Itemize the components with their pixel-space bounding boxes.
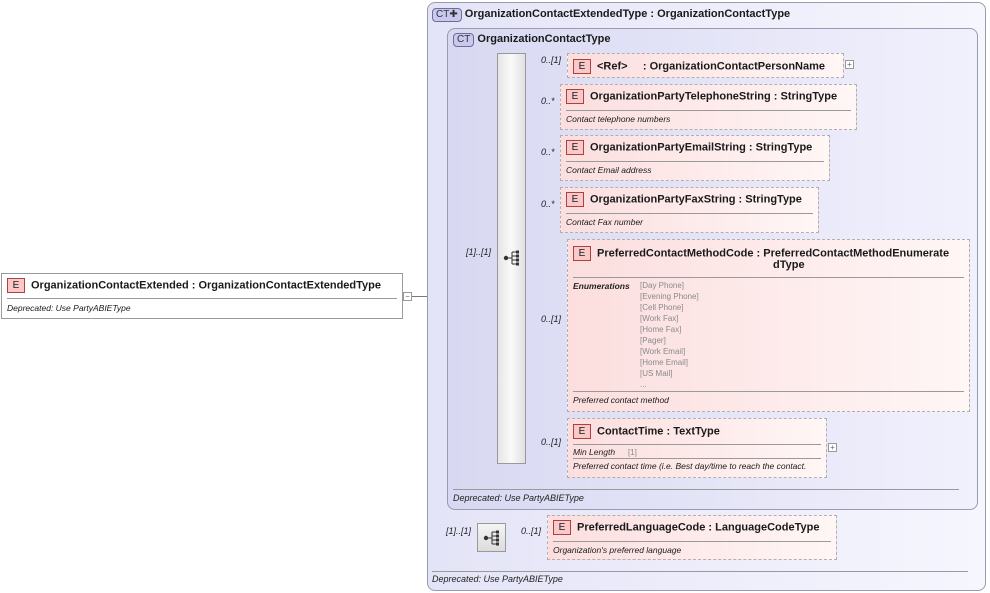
facet-label: Min Length [573, 447, 616, 457]
separator [566, 161, 824, 162]
sequence-compositor-small[interactable] [477, 523, 506, 552]
separator [566, 213, 813, 214]
card-fax: 0..* [541, 199, 555, 209]
outer-ct-doc: Deprecated: Use PartyABIEType [432, 574, 563, 584]
element-badge-icon: E [7, 278, 25, 293]
sequence-icon [483, 530, 499, 546]
element-fax-name: OrganizationPartyFaxString [590, 193, 736, 206]
outer-ct-name: OrganizationContactExtendedType [464, 8, 648, 20]
enum-value: [Day Phone] [640, 281, 685, 290]
separator [432, 571, 968, 572]
enum-value: [US Mail] [640, 369, 673, 378]
element-badge-icon: E [573, 59, 591, 74]
element-method-type-line2: dType [773, 259, 805, 271]
facet-value: [1] [628, 448, 637, 457]
separator [566, 110, 851, 111]
element-time-name: ContactTime [597, 425, 664, 438]
enum-value: ... [640, 380, 647, 389]
enum-value: [Work Fax] [640, 314, 679, 323]
separator [573, 444, 821, 445]
enumerations-label: Enumerations [573, 281, 630, 291]
element-language-doc: Organization's preferred language [553, 545, 682, 555]
expand-toggle-icon[interactable]: + [828, 443, 837, 452]
main-sequence-cardinality: [1]..[1] [466, 247, 492, 257]
separator [573, 277, 964, 278]
expand-toggle-icon[interactable]: + [845, 60, 854, 69]
card-method: 0..[1] [541, 314, 562, 324]
root-element-type: OrganizationContactExtendedType [198, 279, 382, 292]
element-badge-icon: E [566, 192, 584, 207]
enum-value: [Evening Phone] [640, 292, 699, 301]
inner-ct-name: OrganizationContactType [477, 33, 611, 45]
element-fax-doc: Contact Fax number [566, 217, 644, 227]
inner-ct-doc: Deprecated: Use PartyABIEType [453, 493, 584, 503]
element-telephone-name: OrganizationPartyTelephoneString [590, 90, 771, 103]
element-badge-icon: E [573, 246, 591, 261]
inner-ct-header: CT OrganizationContactType [453, 33, 610, 47]
card-person: 0..[1] [541, 55, 562, 65]
element-telephone-doc: Contact telephone numbers [566, 114, 671, 124]
sequence-compositor[interactable] [497, 53, 526, 464]
enum-value: [Home Fax] [640, 325, 682, 334]
element-person-name-type: OrganizationContactPersonName [649, 60, 825, 73]
element-person-name-ref: <Ref> [597, 60, 628, 73]
element-method-type-line1: PreferredContactMethodEnumerate [763, 247, 950, 260]
element-method-doc: Preferred contact method [573, 395, 669, 405]
sequence-icon [503, 250, 519, 266]
card-time: 0..[1] [541, 437, 562, 447]
element-time-doc: Preferred contact time (i.e. Best day/ti… [573, 461, 807, 471]
enum-value: [Work Email] [640, 347, 686, 356]
complex-type-extension-icon: CT✚ [432, 8, 462, 22]
complex-type-icon: CT [453, 33, 475, 47]
root-element-doc: Deprecated: Use PartyABIEType [7, 303, 131, 313]
separator [7, 298, 397, 299]
element-badge-icon: E [566, 89, 584, 104]
element-time-type: TextType [673, 425, 720, 438]
element-language-name: PreferredLanguageCode [577, 521, 706, 534]
element-telephone-type: StringType [780, 90, 838, 103]
outer-ct-base: OrganizationContactType [657, 8, 791, 20]
card-email: 0..* [541, 147, 555, 157]
element-badge-icon: E [566, 140, 584, 155]
card-telephone: 0..* [541, 96, 555, 106]
element-fax-type: StringType [745, 193, 802, 206]
enum-value: [Cell Phone] [640, 303, 684, 312]
element-email-doc: Contact Email address [566, 165, 652, 175]
element-email-name: OrganizationPartyEmailString [590, 141, 746, 154]
element-badge-icon: E [553, 520, 571, 535]
separator [553, 541, 831, 542]
element-email-type: StringType [755, 141, 813, 154]
enum-value: [Home Email] [640, 358, 689, 367]
separator [573, 391, 964, 392]
outer-ct-header: CT✚ OrganizationContactExtendedType : Or… [432, 8, 790, 22]
element-person-name-box[interactable]: E<Ref> : OrganizationContactPersonName [567, 53, 844, 78]
element-method-name: PreferredContactMethodCode [597, 247, 754, 260]
collapse-toggle-icon[interactable]: − [403, 292, 412, 301]
separator [453, 489, 959, 490]
enum-value: [Pager] [640, 336, 666, 345]
root-connector [410, 296, 437, 297]
root-element-name: OrganizationContactExtended [31, 279, 189, 292]
card-language: 0..[1] [521, 526, 542, 536]
small-sequence-cardinality: [1]..[1] [446, 526, 472, 536]
separator [573, 458, 821, 459]
element-badge-icon: E [573, 424, 591, 439]
element-language-type: LanguageCodeType [715, 521, 820, 534]
element-person-name-header: E<Ref> : OrganizationContactPersonName [573, 59, 825, 74]
enumeration-list: [Day Phone] [Evening Phone] [Cell Phone]… [640, 280, 699, 390]
